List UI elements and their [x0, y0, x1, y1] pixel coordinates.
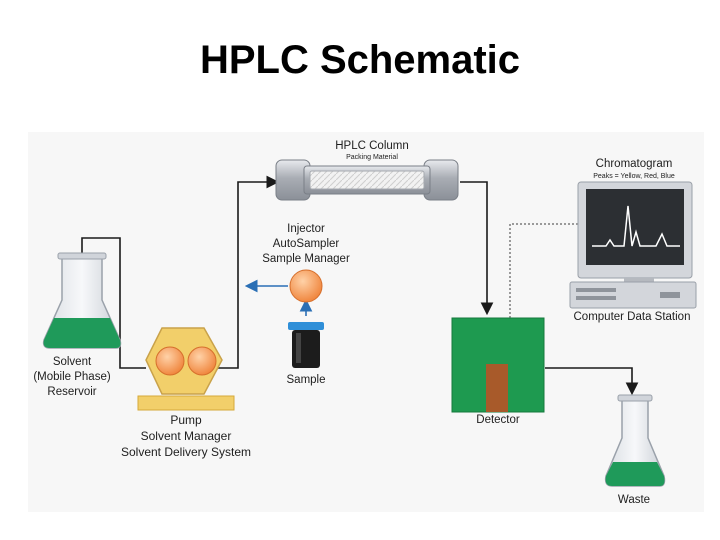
chromatogram-sub-label: Peaks = Yellow, Red, Blue: [593, 173, 675, 180]
injector-label-2: AutoSampler: [273, 238, 340, 250]
waste-flask-icon: [604, 394, 666, 487]
slide-title: HPLC Schematic: [199, 38, 521, 82]
tube-pump-to-column: [214, 175, 280, 369]
pump-icon: [137, 327, 235, 411]
signal-cable: [509, 223, 578, 318]
waste-label: Waste: [618, 494, 650, 506]
detector-icon: [451, 317, 545, 413]
sample-label: Sample: [287, 374, 326, 386]
chromatogram-title-label: Chromatogram: [596, 158, 673, 170]
flask-icon: [42, 252, 122, 349]
computer-icon: [569, 181, 697, 309]
pump-label-3: Solvent Delivery System: [121, 445, 251, 459]
injector-label-1: Injector: [287, 223, 325, 235]
solvent-label-3: Reservoir: [47, 386, 96, 398]
injector-icon: [289, 269, 323, 303]
injector-label-3: Sample Manager: [262, 253, 350, 265]
solvent-label-2: (Mobile Phase): [33, 371, 111, 383]
column-sub-label: Packing Material: [346, 154, 398, 161]
tube-reservoir-to-pump: [81, 237, 146, 369]
column-title-label: HPLC Column: [335, 140, 409, 152]
detector-label: Detector: [476, 414, 520, 426]
vial-icon: [288, 322, 324, 368]
solvent-label-1: Solvent: [53, 356, 92, 368]
tubing: [81, 175, 639, 396]
pump-label-1: Pump: [170, 413, 202, 427]
pump-label-2: Solvent Manager: [141, 429, 232, 443]
tube-detector-to-waste: [545, 367, 639, 396]
tube-column-to-detector: [460, 181, 494, 316]
chromatogram-trace: [592, 205, 680, 247]
computer-label: Computer Data Station: [574, 311, 691, 323]
column-icon: [275, 159, 459, 201]
